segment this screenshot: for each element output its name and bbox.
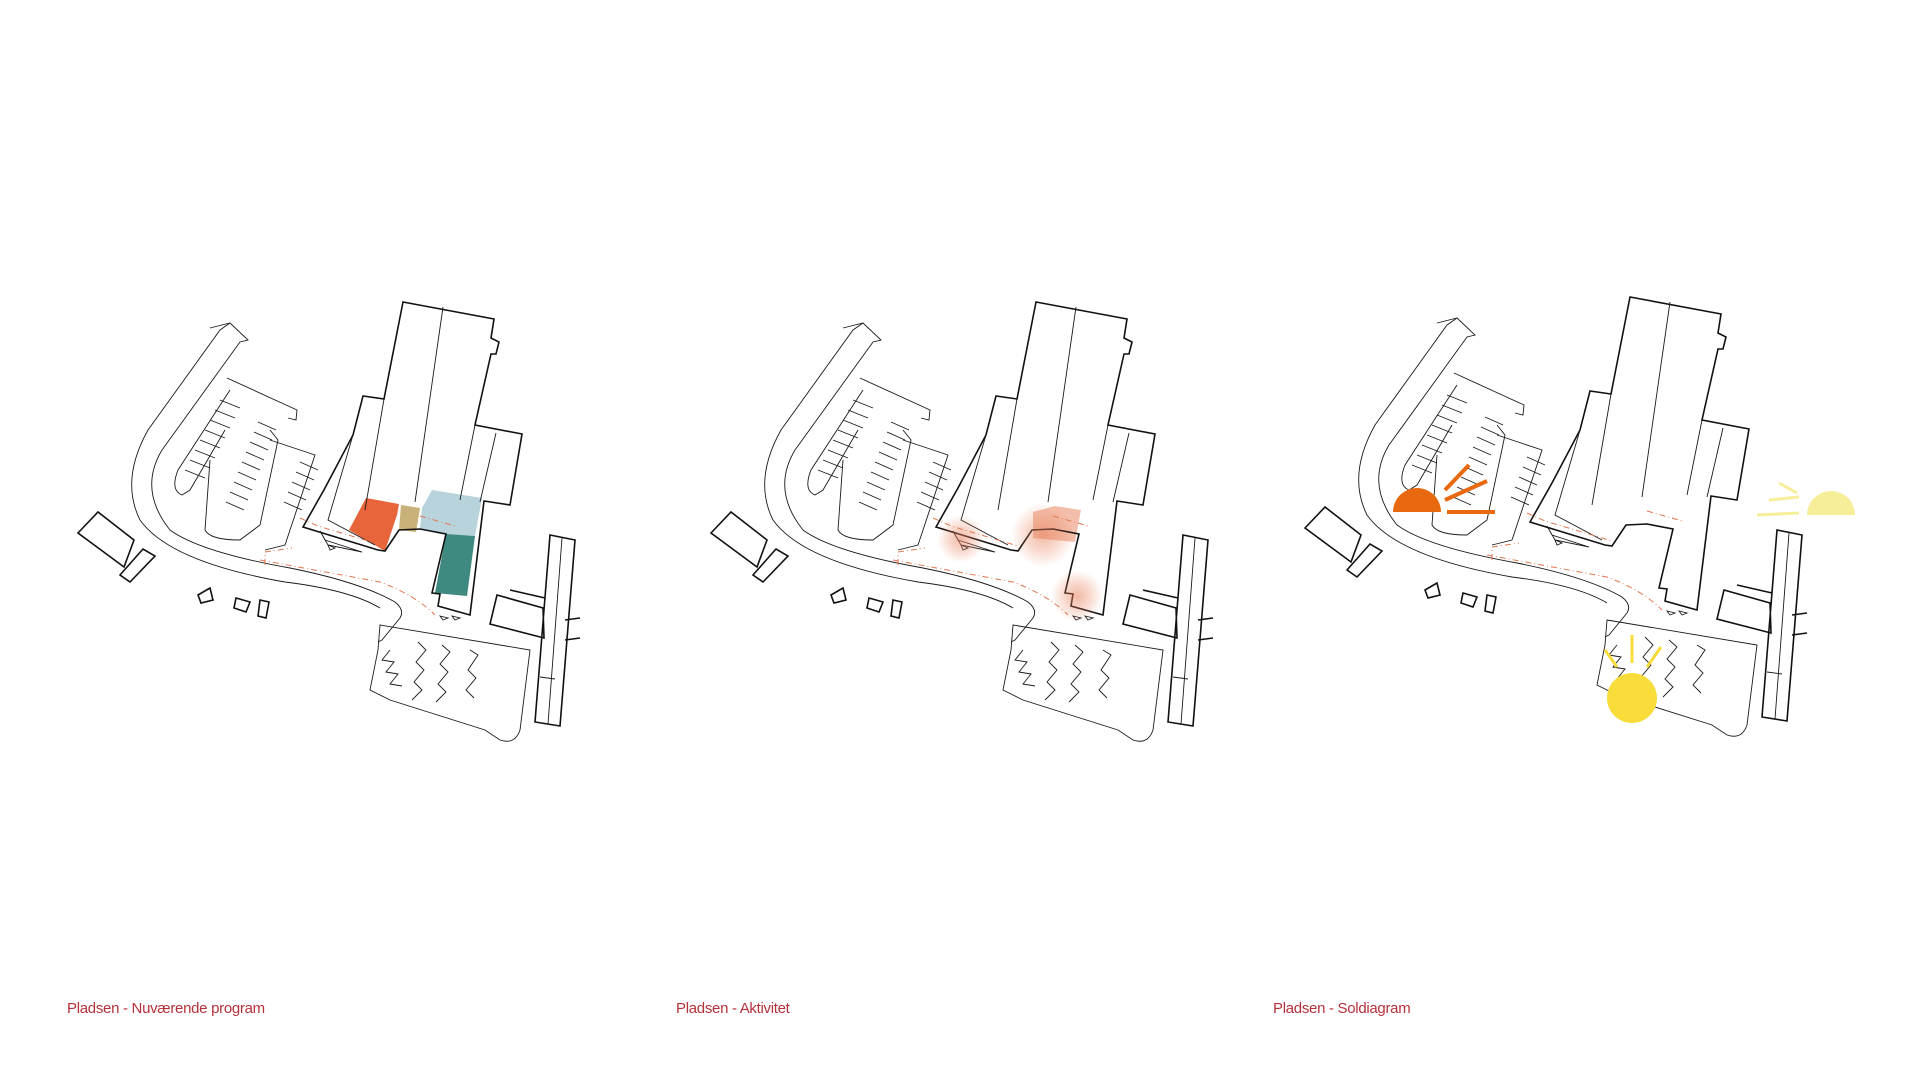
- caption-sun-diagram: Pladsen - Soldiagram: [1273, 1000, 1411, 1017]
- program-zone-orange: [349, 498, 399, 551]
- program-zone-tan: [399, 505, 420, 532]
- panel-sun-diagram: [1304, 296, 1855, 738]
- sunrise-icon: [1393, 463, 1495, 514]
- program-zone-lightblue: [420, 490, 482, 536]
- panel-activity: [710, 301, 1214, 743]
- caption-current-program: Pladsen - Nuværende program: [67, 1000, 265, 1017]
- program-zone-teal: [435, 534, 475, 596]
- sunset-icon: [1756, 481, 1855, 517]
- midday-sun-icon: [1603, 635, 1663, 723]
- activity-glow: [1051, 570, 1103, 622]
- panel-current-program: [77, 301, 581, 743]
- site-plan: [77, 301, 581, 743]
- site-plan: [1304, 296, 1808, 738]
- caption-activity: Pladsen - Aktivitet: [676, 1000, 790, 1017]
- activity-glow: [937, 515, 985, 563]
- activity-glow: [1011, 503, 1075, 567]
